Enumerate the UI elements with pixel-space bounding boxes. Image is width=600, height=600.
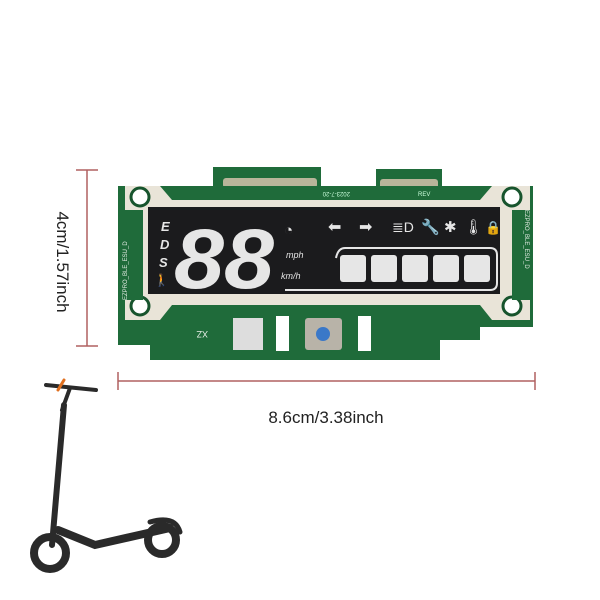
arrow-right-icon: ➡ bbox=[359, 219, 372, 236]
mode-e: E bbox=[161, 219, 170, 234]
bluetooth-icon: ✱ bbox=[444, 219, 457, 236]
battery-segment bbox=[402, 255, 428, 282]
mode-d: D bbox=[160, 237, 170, 252]
walk-icon: 🚶 bbox=[154, 273, 169, 287]
speed-digits: 88 bbox=[174, 212, 274, 306]
svg-text:2023-7-20: 2023-7-20 bbox=[322, 190, 350, 196]
svg-text:REV: REV bbox=[418, 192, 430, 198]
battery-segment bbox=[371, 255, 397, 282]
speedometer-icon: ◔ bbox=[284, 222, 293, 239]
scooter-illustration bbox=[30, 378, 183, 573]
width-dimension-label: 8.6cm/3.38inch bbox=[268, 408, 384, 427]
headlight-icon: ≣D bbox=[392, 219, 414, 235]
lcd-display: E D S 🚶 88 ◔ mph km/h ⬅ ➡ ≣D 🔧 ✱ 🌡 🔒 bbox=[148, 207, 501, 306]
battery-segment bbox=[340, 255, 366, 282]
lock-icon: 🔒 bbox=[485, 220, 501, 235]
svg-text:EZPRO_BLE_ESU_D: EZPRO_BLE_ESU_D bbox=[523, 210, 529, 269]
battery-segment bbox=[464, 255, 490, 282]
unit-mph: mph bbox=[286, 250, 304, 260]
battery-segment bbox=[433, 255, 459, 282]
svg-text:EZPRO_BLE_ESU_D: EZPRO_BLE_ESU_D bbox=[123, 241, 129, 300]
battery-gauge bbox=[340, 255, 490, 282]
height-dimension-label: 4cm/1.57inch bbox=[53, 211, 72, 313]
wrench-icon: 🔧 bbox=[421, 217, 440, 236]
mode-s: S bbox=[159, 255, 168, 270]
unit-kmh: km/h bbox=[281, 271, 301, 281]
width-dimension-line bbox=[117, 372, 536, 390]
height-dimension-line bbox=[76, 169, 98, 347]
thermometer-icon: 🌡 bbox=[464, 219, 483, 236]
svg-text:XZ: XZ bbox=[196, 329, 208, 339]
arrow-left-icon: ⬅ bbox=[328, 219, 341, 236]
